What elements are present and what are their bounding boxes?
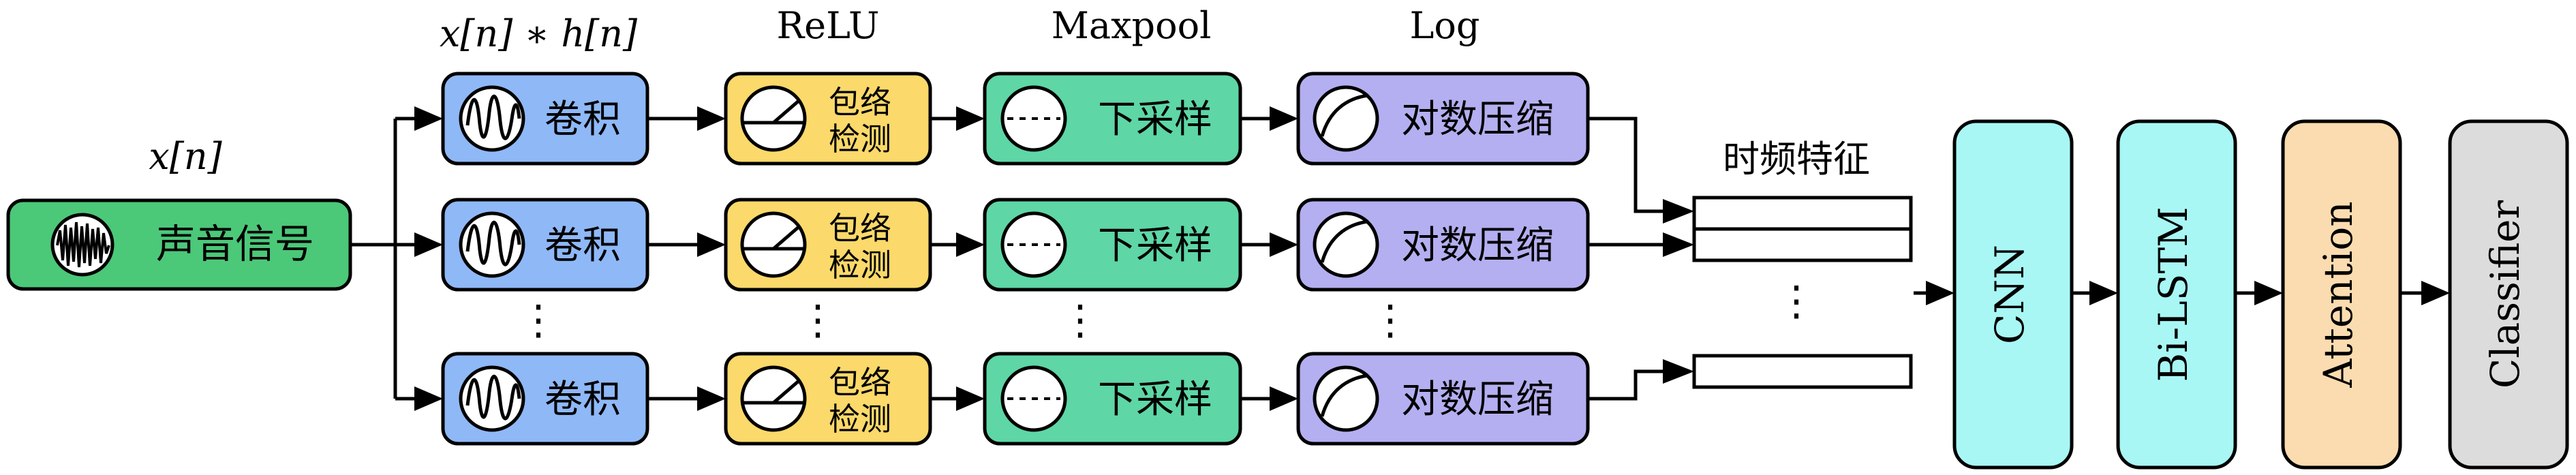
arrow-downsample-to-log: [1240, 106, 1298, 131]
envelope-gauge-icon: [740, 365, 807, 432]
arrow-downsample-to-log: [1240, 386, 1298, 411]
feature-arrowheads: [1663, 199, 1694, 384]
log-compression-label: 对数压缩: [1401, 378, 1554, 422]
dotted-line-icon: [1000, 85, 1067, 152]
downsample-box: 下采样: [983, 198, 1242, 292]
arrow-network-2: [2400, 281, 2450, 305]
dotted-line-icon: [1000, 211, 1067, 278]
log-compression-label: 对数压缩: [1401, 97, 1554, 142]
arrow-envelope-to-downsample: [930, 106, 985, 131]
network-block-label: CNN: [1987, 245, 2033, 344]
source-signal-box: 声音信号: [6, 198, 352, 291]
conv-header: x[n] ∗ h[n]: [440, 12, 638, 55]
log-header: Log: [1410, 4, 1480, 47]
envelope-label-line2: 检测: [829, 121, 891, 157]
feature-bar-1: [1692, 196, 1913, 231]
arrow-network-1: [2235, 281, 2283, 305]
feature-bar-2: [1692, 227, 1913, 262]
downsample-box: 下采样: [983, 352, 1242, 446]
arrow-network-0: [2072, 281, 2118, 305]
wave-icon: [459, 211, 525, 278]
log-curve-icon: [1313, 211, 1379, 278]
filter-channels: 卷积包络检测下采样对数压缩卷积包络检测下采样对数压缩卷积包络检测下采样对数压缩: [414, 72, 1590, 446]
network-block-cnn: CNN: [1952, 119, 2074, 470]
envelope-label-line1: 包络: [829, 210, 891, 247]
network-block-attention: Attention: [2281, 119, 2402, 470]
downsample-label: 下采样: [1098, 378, 1212, 422]
envelope-label-line2: 检测: [829, 401, 891, 438]
downsample-label: 下采样: [1098, 97, 1212, 142]
feature-bar-3: [1692, 354, 1913, 389]
network-block-bilstm: Bi-LSTM: [2116, 119, 2237, 470]
wave-icon: [459, 365, 525, 432]
ellipsis-envelope: ⋮: [797, 296, 838, 344]
relu-header: ReLU: [776, 4, 879, 47]
feature-bars: [1692, 196, 1913, 389]
envelope-label-line1: 包络: [829, 364, 891, 401]
network-stack: CNN Bi-LSTM Attention Classifier: [1914, 119, 2569, 470]
dotted-line-icon: [1000, 365, 1067, 432]
envelope-gauge-icon: [740, 85, 807, 152]
conv-label: 卷积: [545, 224, 621, 268]
channel-ellipsis: ⋮ ⋮ ⋮ ⋮ ⋮: [518, 277, 1817, 344]
log-compression-box: 对数压缩: [1296, 198, 1590, 292]
arrow-features-to-cnn: [1914, 281, 1954, 305]
network-block-label: Bi-LSTM: [2150, 206, 2196, 382]
arrow-conv-to-envelope: [647, 232, 726, 257]
input-signal-label: x[n]: [149, 135, 222, 178]
downsample-label: 下采样: [1098, 224, 1212, 268]
arrow-envelope-to-downsample: [930, 232, 985, 257]
arrow-into-conv: [414, 386, 443, 411]
wave-icon: [459, 85, 525, 152]
log-curve-icon: [1313, 85, 1379, 152]
ellipsis-log: ⋮: [1370, 296, 1411, 344]
source-label: 声音信号: [156, 221, 314, 267]
arrow-downsample-to-log: [1240, 232, 1298, 257]
envelope-gauge-icon: [740, 211, 807, 278]
noise-waveform-icon: [50, 213, 114, 277]
ellipsis-conv: ⋮: [518, 296, 559, 344]
feature-connectors: [1588, 117, 1663, 401]
conv-label: 卷积: [545, 378, 621, 422]
log-curve-icon: [1313, 365, 1379, 432]
arrow-conv-to-envelope: [647, 386, 726, 411]
split-connectors: [350, 117, 429, 401]
conv-label: 卷积: [545, 97, 621, 142]
conv-box: 卷积: [441, 198, 649, 292]
network-block-label: Attention: [2315, 201, 2361, 388]
arrow-into-conv: [414, 232, 443, 257]
log-compression-box: 对数压缩: [1296, 352, 1590, 446]
log-compression-label: 对数压缩: [1401, 224, 1554, 268]
feature-header: 时频特征: [1723, 138, 1870, 181]
envelope-label-line2: 检测: [829, 247, 891, 284]
arrow-into-conv: [414, 106, 443, 131]
conv-box: 卷积: [441, 352, 649, 446]
ellipsis-features: ⋮: [1776, 277, 1817, 325]
envelope-label-line1: 包络: [829, 84, 891, 121]
network-block-classifier: Classifier: [2448, 119, 2569, 470]
conv-box: 卷积: [441, 72, 649, 166]
arrow-conv-to-envelope: [647, 106, 726, 131]
network-block-label: Classifier: [2482, 200, 2528, 389]
downsample-box: 下采样: [983, 72, 1242, 166]
arrow-envelope-to-downsample: [930, 386, 985, 411]
log-compression-box: 对数压缩: [1296, 72, 1590, 166]
maxpool-header: Maxpool: [1052, 4, 1212, 47]
ellipsis-downsample: ⋮: [1060, 296, 1101, 344]
